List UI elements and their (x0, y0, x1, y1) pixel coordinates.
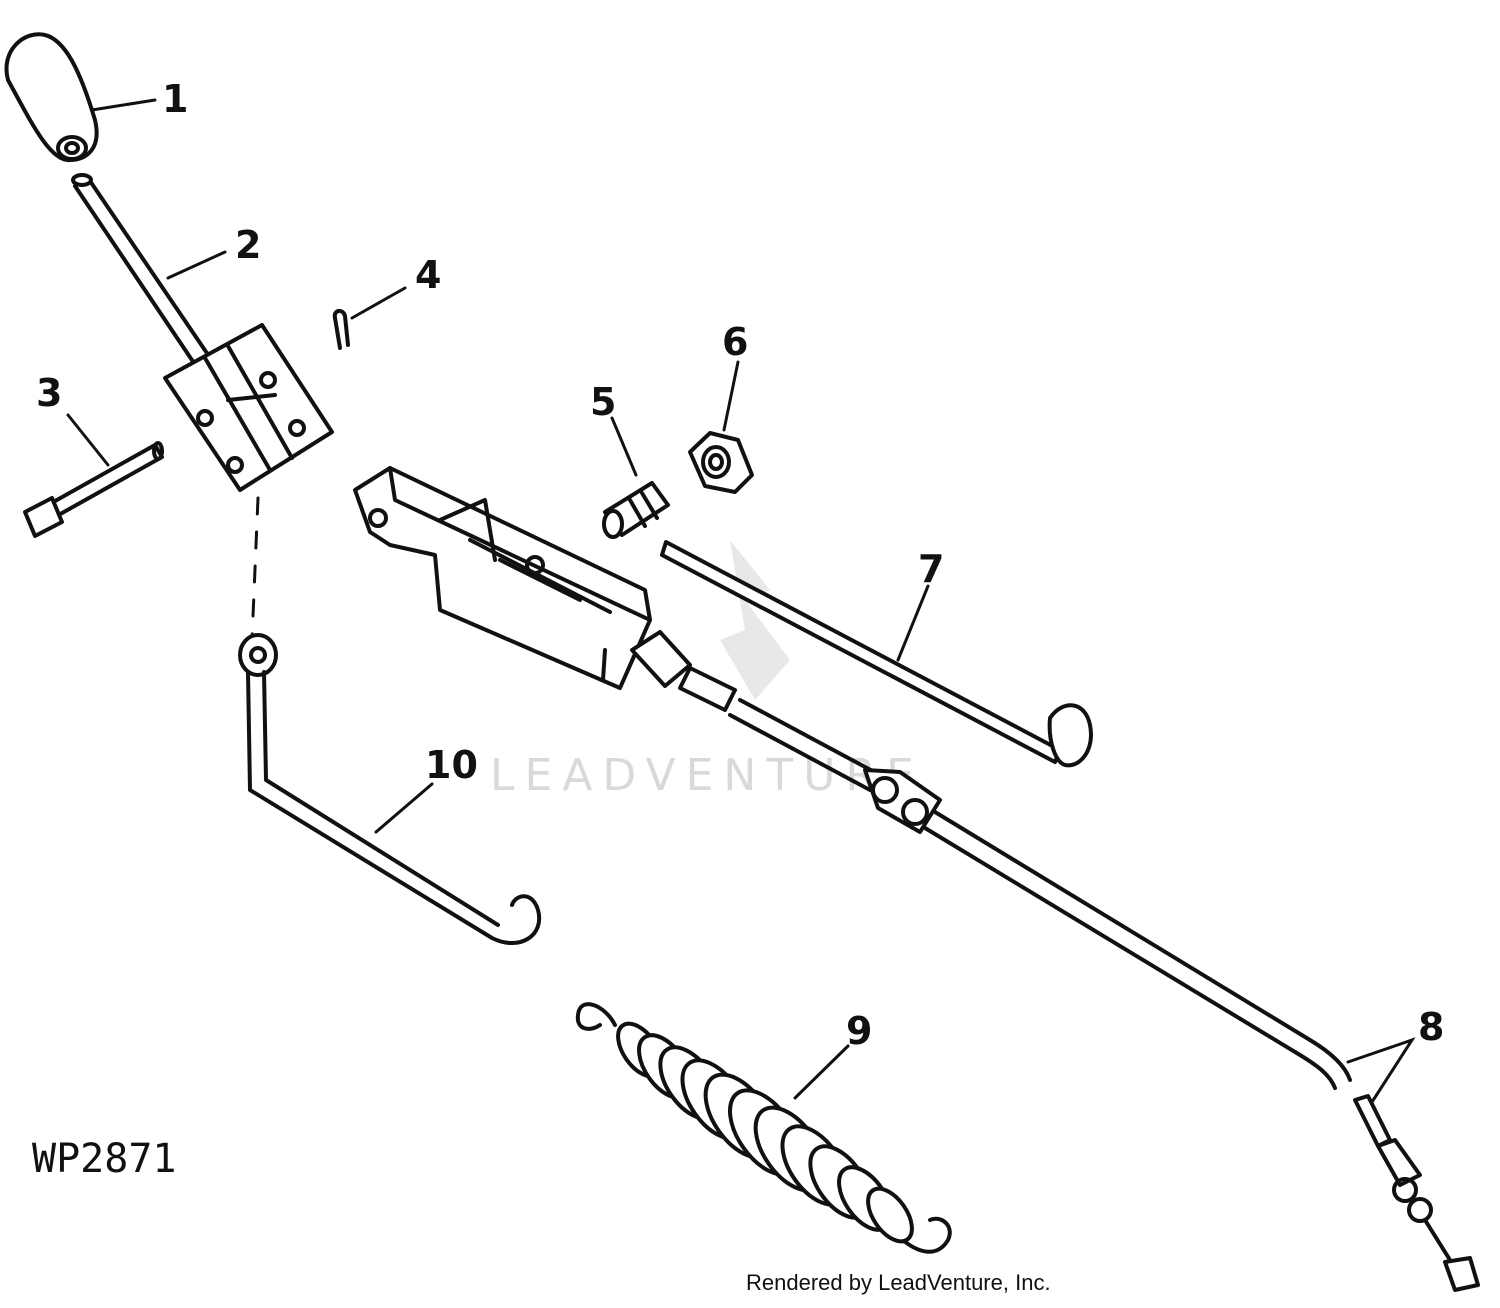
callout-8: 8 (1418, 1005, 1444, 1049)
callout-5: 5 (590, 380, 616, 424)
part-cable-housing[interactable] (353, 466, 737, 712)
callout-9: 9 (846, 1009, 872, 1053)
callout-10: 10 (425, 743, 478, 787)
part-pivot-rod[interactable] (660, 540, 1093, 768)
watermark-text: LEADVENTURE (490, 750, 924, 801)
part-cotter-pin[interactable] (332, 309, 350, 350)
assembly-dashed-line (250, 496, 260, 642)
part-hook-rod[interactable] (238, 633, 542, 945)
part-knob[interactable] (4, 32, 99, 162)
part-extension-spring[interactable] (575, 1002, 952, 1254)
part-nut[interactable] (688, 431, 754, 494)
part-lever-rod[interactable] (71, 173, 217, 374)
drawing-code: WP2871 (32, 1136, 177, 1182)
callout-3: 3 (36, 371, 62, 415)
part-bolt[interactable] (23, 441, 164, 538)
part-control-cable[interactable] (728, 698, 1480, 1292)
spring-coils (616, 1021, 914, 1244)
part-lever-bracket[interactable] (163, 323, 334, 492)
part-set-screw[interactable] (602, 481, 670, 539)
callout-7: 7 (918, 547, 944, 591)
callouts: 1 2 3 4 5 6 7 8 9 10 (36, 77, 1444, 1053)
callout-4: 4 (415, 253, 441, 297)
callout-2: 2 (235, 223, 261, 267)
callout-6: 6 (722, 320, 748, 364)
leader-lines (66, 98, 1416, 1104)
callout-1: 1 (162, 77, 188, 121)
render-credit: Rendered by LeadVenture, Inc. (746, 1270, 1051, 1295)
spring-coil (866, 1186, 914, 1244)
